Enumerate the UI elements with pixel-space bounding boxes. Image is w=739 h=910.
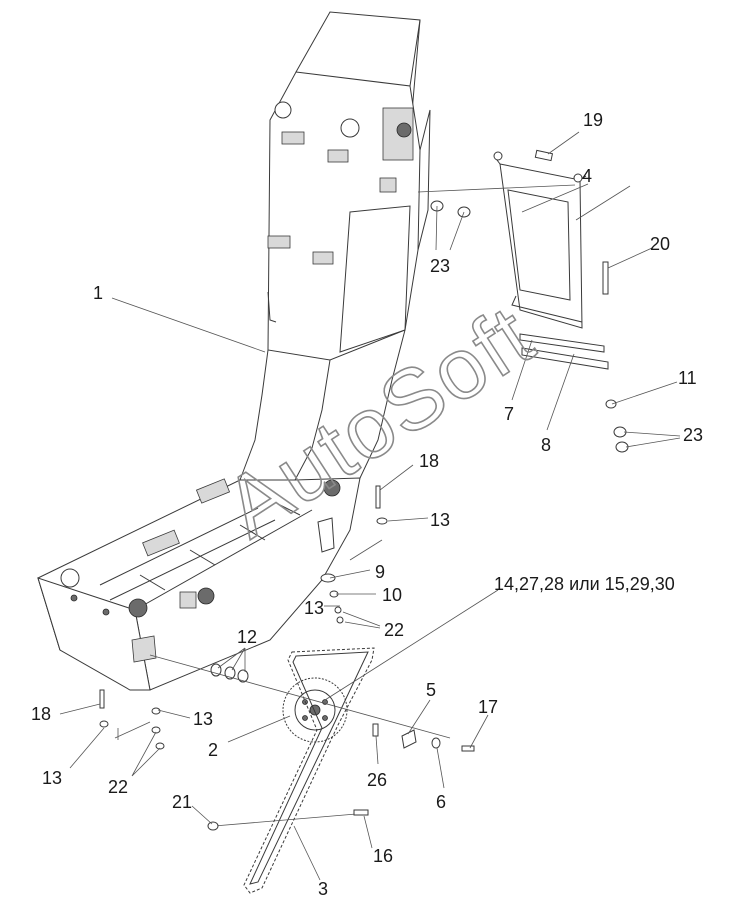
callout-23-b: 23 [683, 425, 703, 445]
small-stack [320, 485, 388, 624]
callout-21: 21 [172, 792, 192, 812]
callout-2: 2 [208, 740, 218, 760]
strip-plates [519, 333, 609, 370]
callout-13-a: 13 [430, 510, 450, 530]
callout-11: 11 [678, 368, 697, 388]
callout-20: 20 [650, 234, 670, 254]
callout-3: 3 [318, 879, 328, 899]
leader-lines [59, 131, 681, 881]
callout-13-c: 13 [193, 709, 213, 729]
washers-12 [210, 663, 249, 683]
callout-18-b: 18 [31, 704, 51, 724]
callout-12: 12 [237, 627, 257, 647]
callout-chain-variant: 14,27,28 или 15,29,30 [494, 574, 675, 594]
callout-labels: 1 2 3 4 5 6 7 8 9 10 11 12 13 13 13 13 1… [31, 110, 703, 899]
callout-7: 7 [504, 404, 514, 424]
callout-18-a: 18 [419, 451, 439, 471]
callout-13-d: 13 [42, 768, 62, 788]
support-frame [493, 151, 587, 329]
callout-22-b: 22 [108, 777, 128, 797]
lower-left-fasteners [99, 689, 165, 750]
callout-16: 16 [373, 846, 393, 866]
callout-4: 4 [582, 166, 592, 186]
conveyor-housing [37, 11, 431, 691]
callout-22-a: 22 [384, 620, 404, 640]
callout-6: 6 [436, 792, 446, 812]
shaft-hardware [372, 723, 475, 752]
callout-26: 26 [367, 770, 387, 790]
sprocket [282, 677, 348, 743]
callout-9: 9 [375, 562, 385, 582]
callout-10: 10 [382, 585, 402, 605]
callout-5: 5 [426, 680, 436, 700]
callout-8: 8 [541, 435, 551, 455]
callout-23-a: 23 [430, 256, 450, 276]
callout-13-b: 13 [304, 598, 324, 618]
callout-19: 19 [583, 110, 603, 130]
callout-17: 17 [478, 697, 498, 717]
callout-1: 1 [93, 283, 103, 303]
drive-chain [243, 647, 375, 894]
